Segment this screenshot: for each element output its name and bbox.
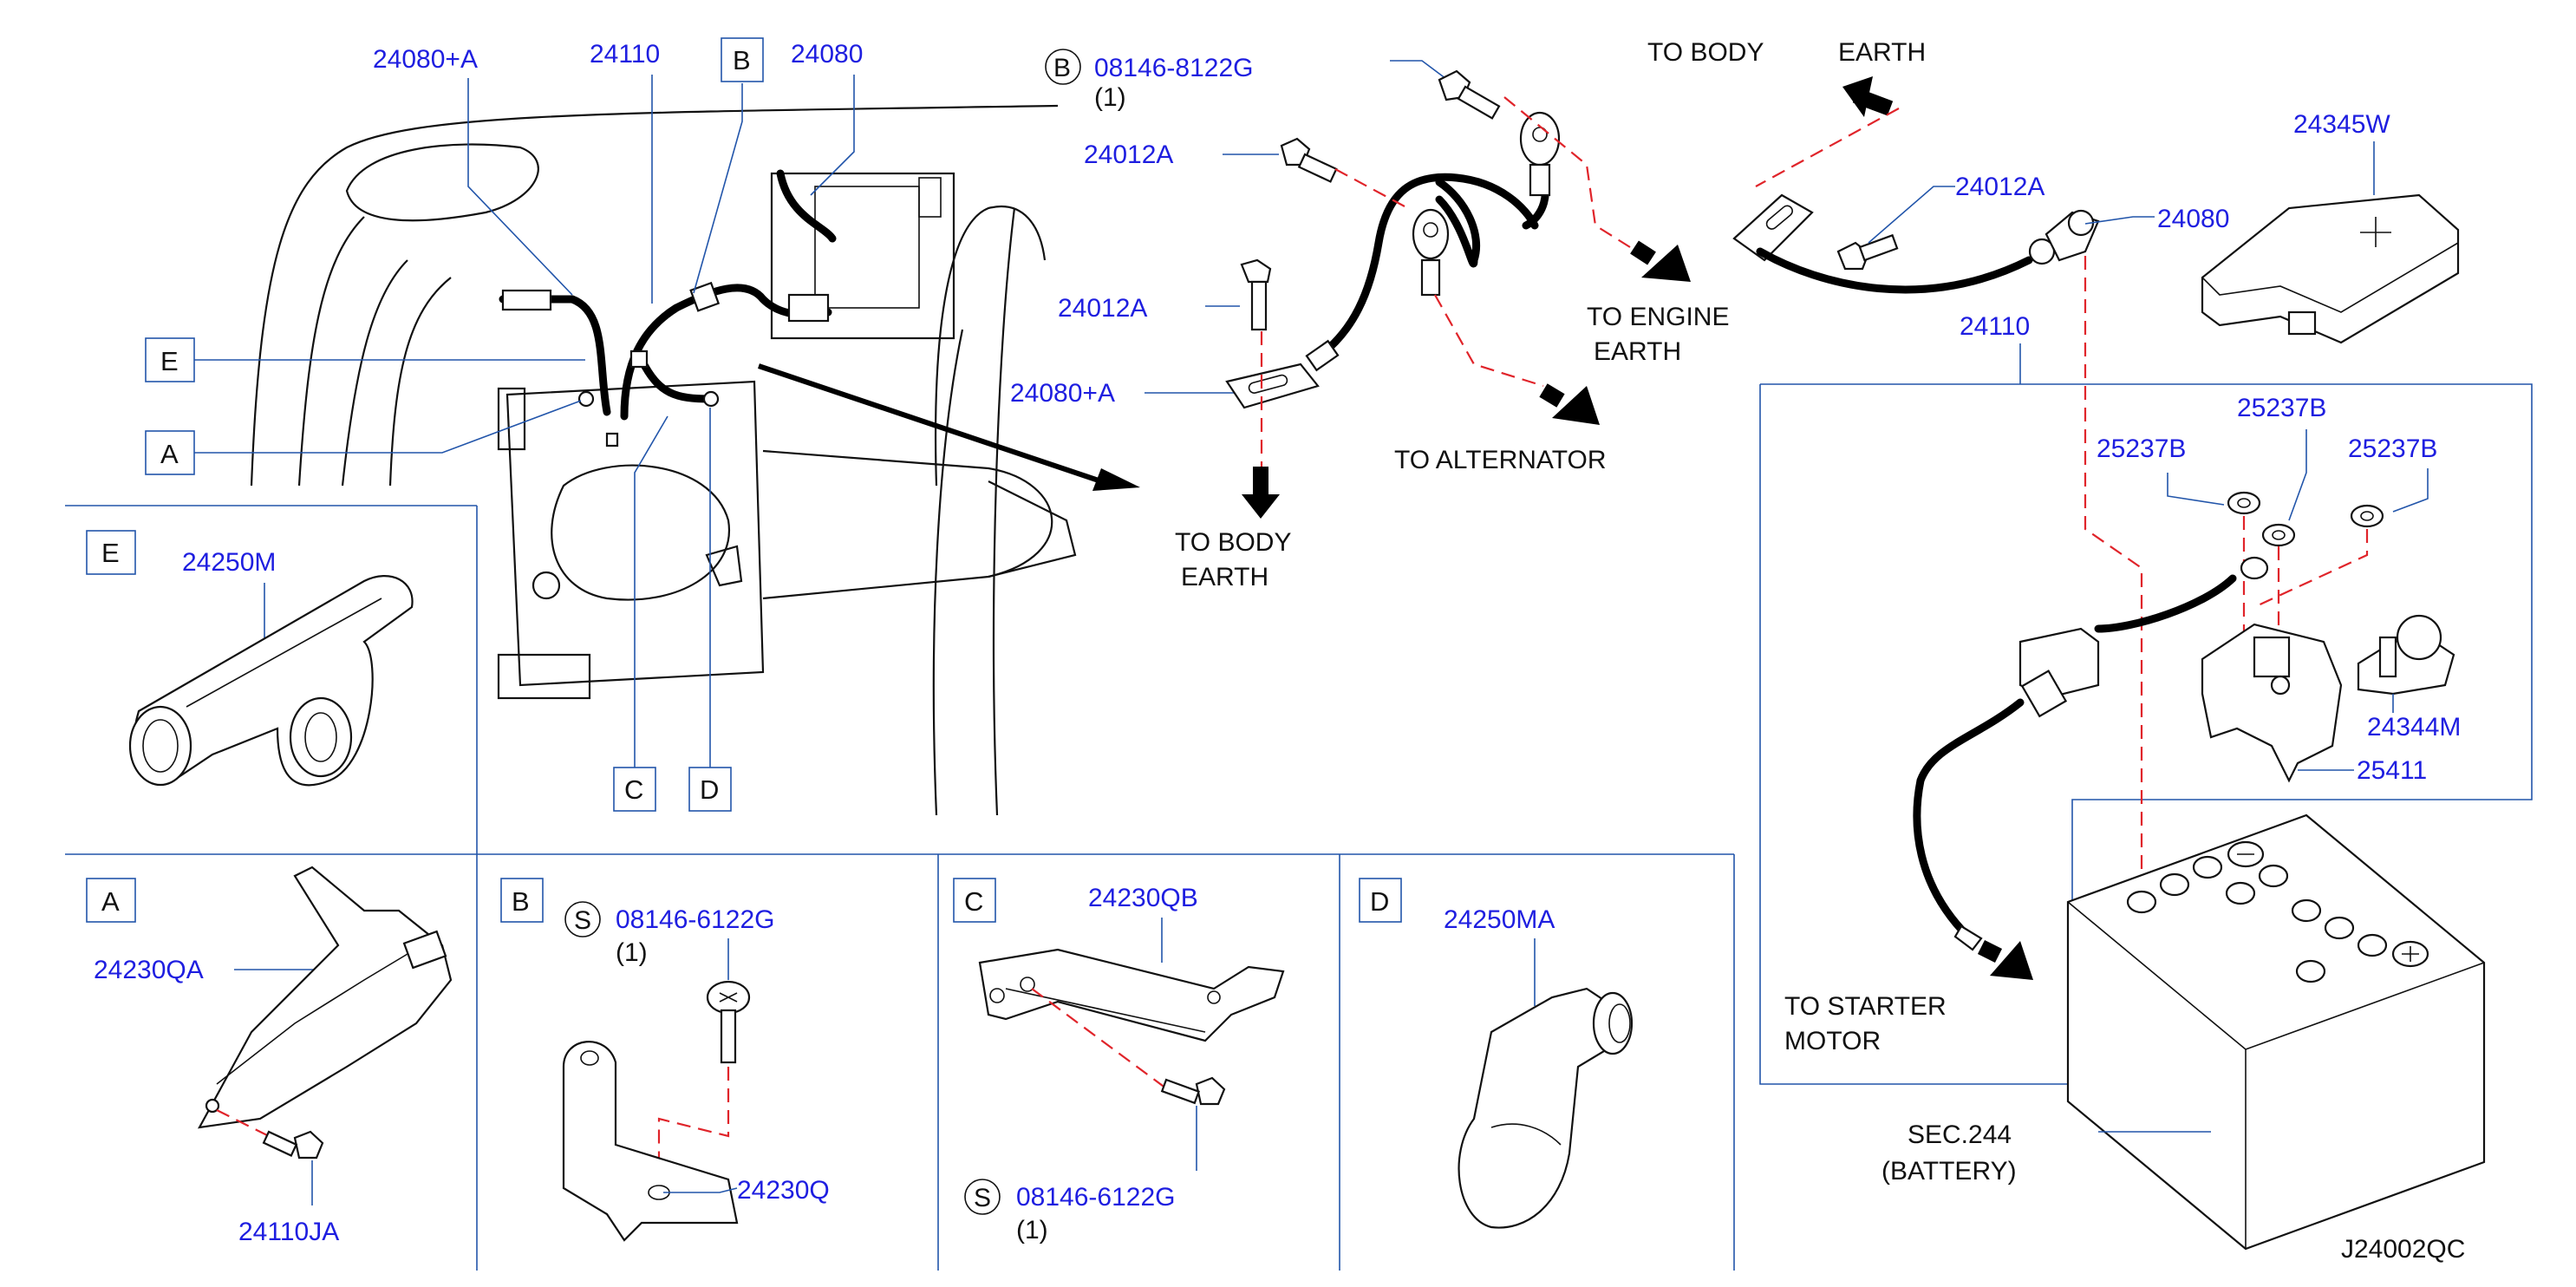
callout-25237B-1: 25237B <box>2097 434 2186 463</box>
callout-24080A: 24080+A <box>373 45 478 74</box>
callout-24344M: 24344M <box>2367 713 2461 741</box>
detail-A-tag <box>86 878 136 923</box>
battery-sec-label: SEC.244 <box>1908 1120 2012 1149</box>
callout-08146-6122G-C: 08146-6122G <box>1016 1183 1176 1212</box>
callout-24345W: 24345W <box>2293 110 2390 139</box>
callout-24250M: 24250M <box>182 548 276 577</box>
callout-25237B-3: 25237B <box>2348 434 2437 463</box>
earth-lug <box>1225 363 1320 409</box>
svg-text:C: C <box>624 774 643 805</box>
bolt-icon <box>1438 69 1501 120</box>
to-body-earth-top-label: TO BODY <box>1647 38 1764 67</box>
ring-terminal-icon <box>1519 111 1561 167</box>
callout-25411: 25411 <box>2357 756 2427 785</box>
battery-cell-caps <box>2126 855 2388 983</box>
ring-terminal-icon <box>2240 556 2269 580</box>
bolt-icon <box>706 980 751 1064</box>
overview-callouts: 24080+A 24110 B 24080 E A C D <box>145 37 863 812</box>
arrow-icon <box>1242 467 1280 519</box>
callout-08146-8122G: 08146-8122G <box>1094 54 1254 82</box>
callout-08146-6122G-B: 08146-6122G <box>616 905 775 934</box>
svg-text:E: E <box>160 346 179 376</box>
callout-24012A-right: 24012A <box>1955 173 2044 201</box>
callout-24230Q: 24230Q <box>737 1176 830 1205</box>
callout-24012A-2: 24012A <box>1058 294 1147 323</box>
callout-25237B-2: 25237B <box>2237 394 2326 422</box>
battery-name-label: (BATTERY) <box>1881 1157 2017 1186</box>
nut-icon <box>2350 504 2384 528</box>
earth-cable-detail: B 08146-8122G (1) 24012A 24012A 24080+A <box>1010 49 1729 591</box>
bolt-icon <box>262 1130 324 1160</box>
engine-bay-overview <box>250 104 1140 816</box>
bolt-s-symbol <box>564 901 601 937</box>
svg-text:S: S <box>974 1184 991 1212</box>
diagram-id: J24002QC <box>2341 1235 2465 1264</box>
callout-24110: 24110 <box>590 40 660 69</box>
detail-C-tag <box>953 878 996 923</box>
battery-terminal-group: 25237B 25237B 25237B 24344M 25411 <box>1784 394 2461 1055</box>
body-earth-cable: TO BODY EARTH 24012A 24080 24110 <box>1647 38 2229 906</box>
callout-24080: 24080 <box>791 40 863 69</box>
detail-D-tag <box>1359 878 1402 923</box>
svg-text:D: D <box>1370 886 1389 917</box>
callout-24012A-1: 24012A <box>1084 140 1173 169</box>
svg-text:B: B <box>512 886 530 917</box>
bolt-icon <box>1280 137 1338 183</box>
bolt-s-symbol <box>964 1179 1001 1215</box>
svg-text:B: B <box>733 45 751 75</box>
svg-text:A: A <box>101 886 120 917</box>
callout-24250MA: 24250MA <box>1444 905 1555 934</box>
svg-text:E: E <box>101 538 120 568</box>
arrow-icon <box>1842 76 1894 117</box>
battery: SEC.244 (BATTERY) <box>1881 813 2486 1251</box>
callout-24080-right: 24080 <box>2157 205 2229 233</box>
to-body-earth-label: TO BODY <box>1175 528 1291 557</box>
to-engine-earth-label: TO ENGINE <box>1587 303 1729 331</box>
svg-text:A: A <box>160 439 179 469</box>
nut-icon <box>2227 491 2261 515</box>
detail-E-tag <box>86 530 136 575</box>
svg-text:EARTH: EARTH <box>1838 38 1926 67</box>
svg-text:EARTH: EARTH <box>1181 563 1268 591</box>
bolt-b-symbol <box>1045 49 1081 85</box>
callout-24080A-mid: 24080+A <box>1010 379 1115 408</box>
arrow-icon <box>1977 939 2033 980</box>
arrow-icon <box>1630 240 1691 282</box>
svg-text:S: S <box>574 906 591 935</box>
detail-B-tag <box>500 878 544 923</box>
svg-text:EARTH: EARTH <box>1594 337 1681 366</box>
callout-24230QB: 24230QB <box>1088 884 1198 912</box>
detail-C-panel: C 24230QB S 08146-6122G (1) <box>953 878 1285 1245</box>
svg-text:(1): (1) <box>616 938 648 967</box>
detail-D-panel: D 24250MA <box>1359 878 1634 1229</box>
detail-E-panel: E 24250M <box>86 530 414 787</box>
callout-24230QA: 24230QA <box>94 956 204 984</box>
bolt-icon <box>1240 258 1272 331</box>
svg-text:C: C <box>964 886 983 917</box>
arrow-icon <box>1539 383 1600 425</box>
svg-text:(1): (1) <box>1016 1216 1048 1245</box>
detail-B-panel: B S 08146-6122G (1) 24230Q <box>500 878 830 1242</box>
svg-text:B: B <box>1053 54 1071 82</box>
panel-dividers <box>65 383 2533 1271</box>
callout-24110-right: 24110 <box>1960 312 2030 341</box>
svg-text:(1): (1) <box>1094 83 1126 112</box>
to-starter-label: TO STARTER <box>1784 992 1947 1021</box>
earth-lug <box>1732 193 1814 262</box>
nut-icon <box>2261 523 2296 547</box>
ring-terminal-icon <box>1412 208 1450 260</box>
svg-text:D: D <box>700 774 719 805</box>
terminal-cover-24345W: 24345W <box>2201 110 2460 344</box>
detail-tag-B <box>721 37 764 82</box>
to-alternator-label: TO ALTERNATOR <box>1394 446 1607 474</box>
callout-24110JA: 24110JA <box>238 1218 339 1246</box>
bolt-icon <box>1160 1076 1226 1106</box>
svg-text:MOTOR: MOTOR <box>1784 1027 1881 1055</box>
detail-A-panel: A 24230QA 24110JA <box>86 866 453 1246</box>
bolt-icon <box>1836 233 1899 271</box>
